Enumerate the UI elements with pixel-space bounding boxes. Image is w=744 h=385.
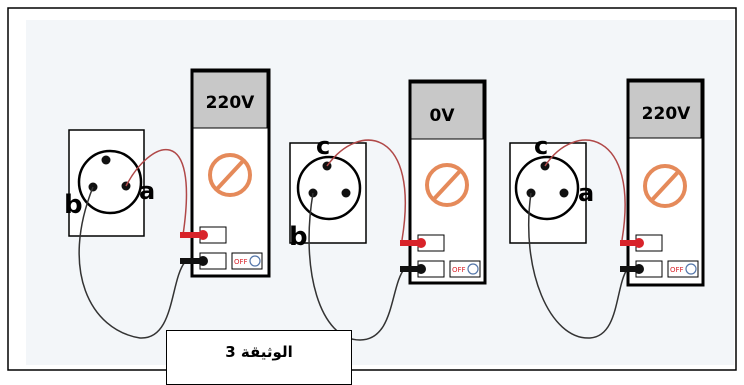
switch-2-knob <box>467 263 479 275</box>
dial-1-needle <box>215 159 245 191</box>
socket-3-pin-right <box>559 188 569 198</box>
probe-3-red-tip <box>620 240 636 246</box>
switch-2 <box>449 260 481 278</box>
socket-2-label-left: b <box>289 222 308 252</box>
multimeter-1-reading: 220V <box>206 93 255 113</box>
probe-2-red <box>416 238 426 248</box>
probe-1-red-tip <box>180 232 200 238</box>
socket-1-label-left: b <box>64 190 83 220</box>
switch-3-label: OFF <box>670 266 684 274</box>
dial-1 <box>208 153 252 197</box>
socket-3-label-right: a <box>578 179 594 207</box>
socket-3-label-top: c <box>534 132 548 160</box>
multimeter-3-display <box>628 81 702 139</box>
multimeter-1-display <box>192 71 268 129</box>
switch-3 <box>667 260 699 278</box>
setup-1: b a 220V OFF <box>64 68 271 339</box>
wire-black-2 <box>308 192 406 341</box>
dial-3 <box>643 164 687 208</box>
switch-1 <box>231 252 263 270</box>
document-caption: الوثيقة 3 <box>225 343 293 361</box>
probe-3-black-tip <box>620 266 636 272</box>
wire-red-1 <box>125 148 188 236</box>
setup-3: c a 220V OFF <box>509 78 705 339</box>
multimeter-2-display <box>410 82 484 140</box>
socket-2-pin-right <box>341 188 351 198</box>
switch-1-label: OFF <box>234 258 248 266</box>
wire-red-2 <box>326 139 407 241</box>
switch-1-knob <box>249 255 261 267</box>
probe-3-red <box>634 238 644 248</box>
probe-1-black-tip <box>180 258 200 264</box>
dial-2-needle <box>432 169 462 201</box>
probe-3-black <box>634 264 644 274</box>
wire-black-1 <box>78 186 186 339</box>
probe-1-red <box>198 230 208 240</box>
socket-2-face <box>296 155 362 221</box>
socket-3-face <box>514 155 580 221</box>
switch-3-knob <box>685 263 697 275</box>
wire-red-3 <box>544 139 626 241</box>
socket-1-face <box>77 149 143 215</box>
probe-1-black <box>198 256 208 266</box>
probe-2-red-tip <box>400 240 418 246</box>
document-caption-box: الوثيقة 3 <box>166 330 352 385</box>
wire-black-3 <box>527 192 629 339</box>
setup-2: c b 0V OFF <box>289 79 487 341</box>
switch-2-label: OFF <box>452 266 466 274</box>
socket-2-label-top: c <box>316 132 330 160</box>
dial-3-needle <box>650 170 680 202</box>
dial-2 <box>425 163 469 207</box>
multimeter-2-reading: 0V <box>430 106 456 126</box>
socket-1-pin-top <box>101 155 111 165</box>
multimeter-3-reading: 220V <box>642 104 691 124</box>
probe-2-black <box>416 264 426 274</box>
probe-2-black-tip <box>400 266 418 272</box>
socket-1-label-right: a <box>139 177 155 205</box>
